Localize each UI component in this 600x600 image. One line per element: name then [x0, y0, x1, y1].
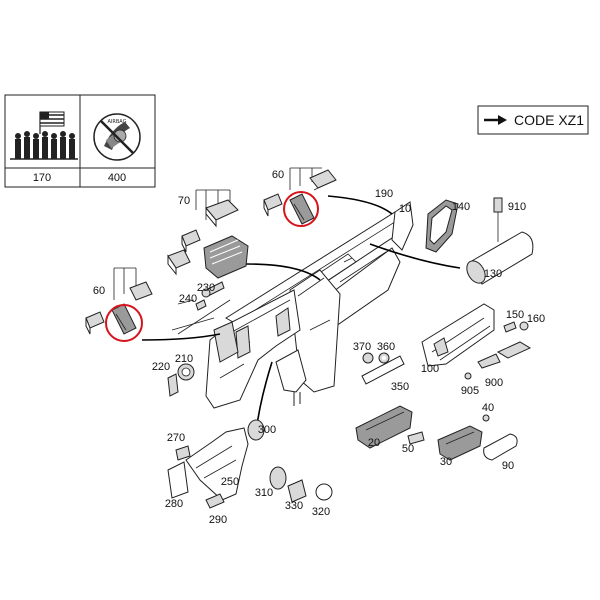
callout-label: 370 — [353, 341, 371, 353]
callout-label: 160 — [527, 313, 545, 325]
callout-label: 350 — [391, 381, 409, 393]
people-group-icon — [10, 111, 78, 162]
callout-label: 130 — [484, 268, 502, 280]
callout-label: 90 — [502, 460, 514, 472]
callout-label: 10 — [399, 203, 411, 215]
callout-label: 140 — [452, 201, 470, 213]
callout-label: 60 — [93, 285, 105, 297]
part-370-360-350 — [361, 352, 405, 385]
code-label: CODE XZ1 — [514, 112, 584, 128]
callout-label: 320 — [312, 506, 330, 518]
no-airbag-warning-icon: AIRBAG — [93, 113, 141, 161]
part-270 — [175, 445, 191, 461]
part-20 — [355, 405, 413, 449]
part-290 — [205, 493, 225, 509]
callout-label: 250 — [221, 476, 239, 488]
part-900-905 — [464, 341, 532, 380]
callout-label: 220 — [152, 361, 170, 373]
part-group-70 — [167, 189, 249, 279]
callout-label: 290 — [209, 514, 227, 526]
callout-label: 280 — [165, 498, 183, 510]
part-group-60-top — [263, 167, 337, 227]
highlight-circle — [283, 191, 319, 227]
callout-label: 40 — [482, 402, 494, 414]
part-90 — [483, 433, 518, 461]
part-40 — [482, 414, 490, 422]
callout-label: 60 — [272, 169, 284, 181]
callout-label: 150 — [506, 309, 524, 321]
callout-label: 910 — [508, 201, 526, 213]
part-130-910 — [466, 197, 534, 285]
legend-cell-label: 170 — [33, 172, 51, 184]
part-320 — [315, 483, 333, 501]
part-210-220 — [167, 363, 195, 397]
callout-label: 100 — [421, 363, 439, 375]
fasteners-230-240 — [195, 281, 225, 311]
legend-cell-label: 400 — [108, 172, 126, 184]
callout-label: 905 — [461, 385, 479, 397]
part-300 — [247, 419, 265, 441]
callout-label: 50 — [402, 443, 414, 455]
part-100 — [421, 303, 495, 367]
part-30 — [437, 425, 483, 461]
part-310 — [269, 466, 287, 490]
arrow-right-icon — [484, 115, 507, 125]
callout-label: 360 — [377, 341, 395, 353]
callout-labels: 190 10 140 910 130 70 60 60 230 240 150 … — [93, 169, 545, 526]
callout-label: 30 — [440, 456, 452, 468]
callout-label: 190 — [375, 188, 393, 200]
callout-label: 330 — [285, 500, 303, 512]
part-140 — [425, 199, 459, 253]
legend-table: AIRBAG 170 400 — [4, 94, 156, 188]
highlight-circle — [105, 304, 143, 342]
callout-label: 300 — [258, 424, 276, 436]
part-330 — [287, 479, 307, 503]
part-280 — [167, 461, 189, 499]
part-group-60-left — [85, 267, 153, 342]
callout-label: 20 — [368, 437, 380, 449]
code-box: CODE XZ1 — [477, 105, 589, 135]
callout-label: 70 — [178, 195, 190, 207]
callout-label: 270 — [167, 432, 185, 444]
callout-label: 900 — [485, 377, 503, 389]
callout-label: 210 — [175, 353, 193, 365]
dashboard-frame — [171, 181, 414, 409]
callout-label: 230 — [197, 282, 215, 294]
part-250 — [185, 427, 249, 501]
part-50 — [407, 431, 425, 445]
callout-label: 310 — [255, 487, 273, 499]
part-150-160 — [503, 321, 529, 333]
callout-label: 240 — [179, 293, 197, 305]
svg-text:AIRBAG: AIRBAG — [107, 119, 126, 125]
